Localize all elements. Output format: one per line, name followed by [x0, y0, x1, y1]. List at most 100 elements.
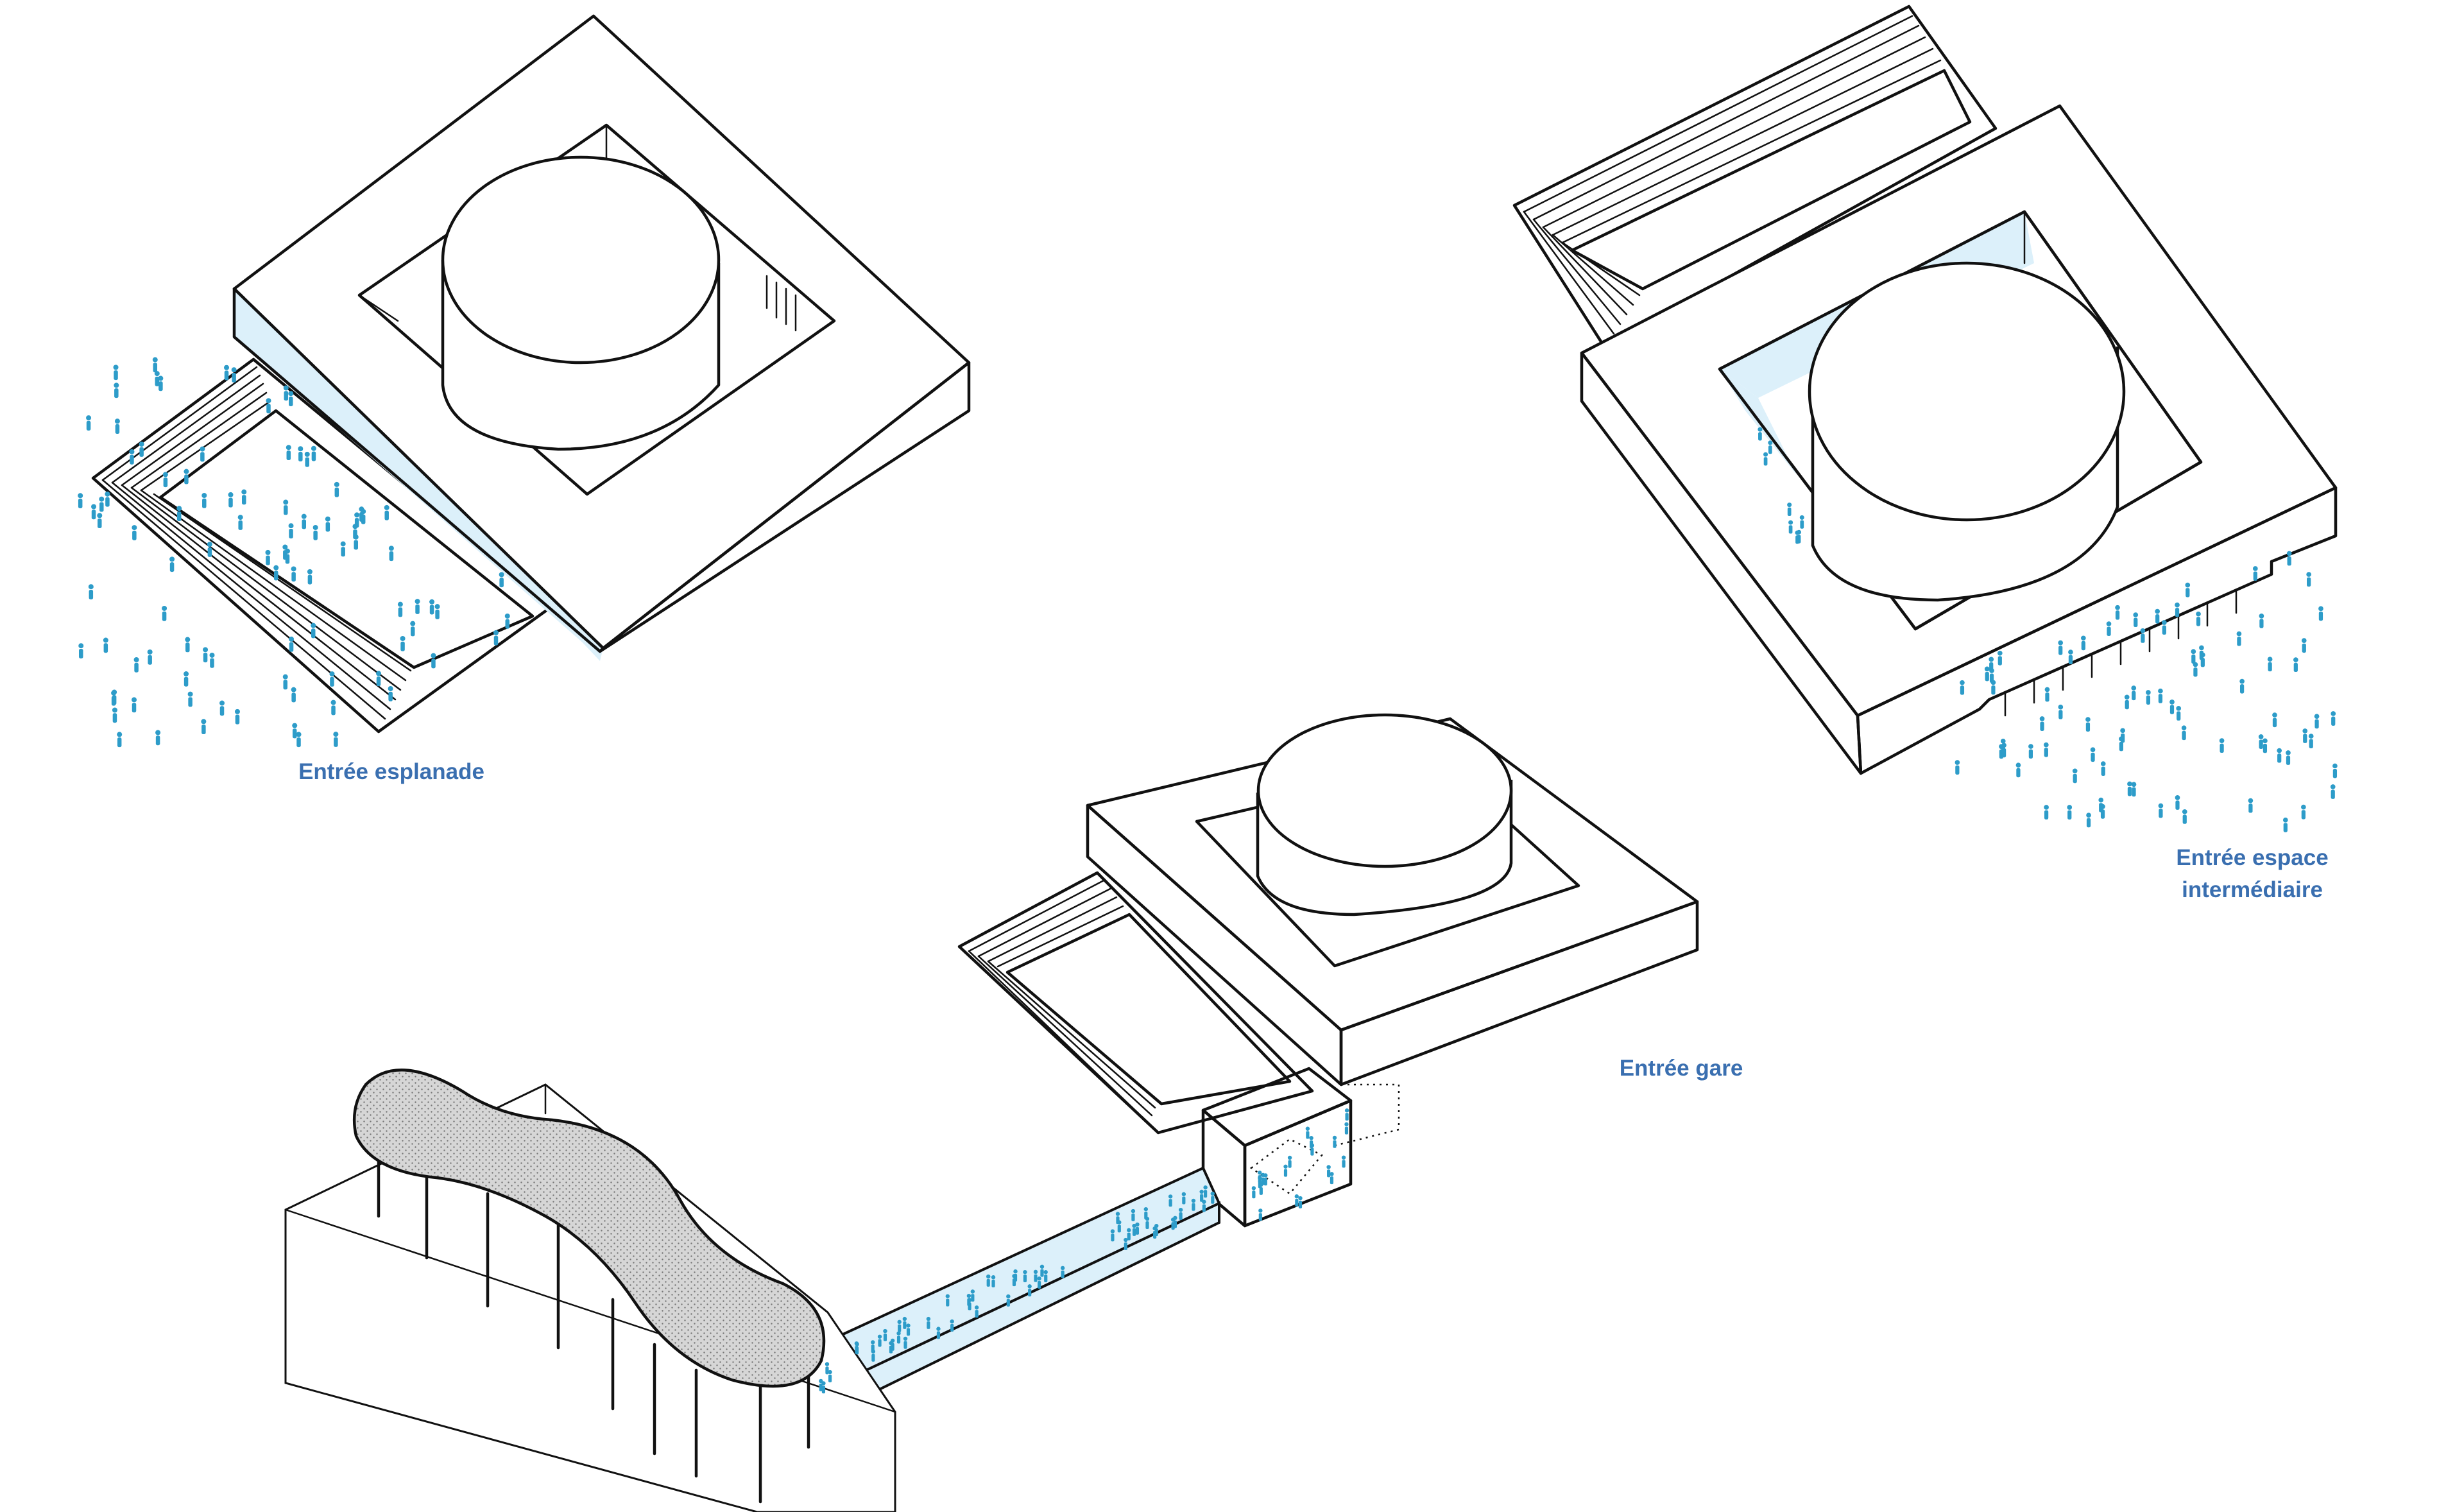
- person-figure: [2259, 614, 2264, 628]
- person-figure: [1758, 427, 1763, 441]
- person-figure: [400, 635, 406, 651]
- person-figure: [415, 599, 420, 614]
- person-figure: [1115, 1212, 1120, 1224]
- person-figure: [986, 1274, 991, 1287]
- person-figure: [112, 707, 117, 723]
- person-figure: [1132, 1223, 1136, 1236]
- person-figure: [209, 652, 215, 668]
- person-figure: [903, 1336, 908, 1349]
- person-figure: [2318, 606, 2323, 621]
- person-figure: [1023, 1269, 1027, 1282]
- person-figure: [493, 630, 499, 646]
- person-figure: [99, 496, 105, 512]
- person-figure: [329, 671, 335, 687]
- person-figure: [1037, 1276, 1041, 1289]
- person-figure: [388, 686, 393, 701]
- person-figure: [854, 1341, 859, 1354]
- person-figure: [1955, 760, 1960, 775]
- person-figure: [1344, 1108, 1349, 1121]
- label-entree-esplanade: Entrée esplanade: [244, 756, 539, 788]
- person-figure: [2239, 678, 2245, 694]
- person-figure: [2181, 725, 2187, 741]
- person-figure: [2301, 638, 2307, 653]
- person-figure: [311, 445, 316, 461]
- person-figure: [2286, 750, 2291, 765]
- person-figure: [185, 637, 191, 653]
- person-figure: [2131, 782, 2137, 797]
- person-figure: [234, 709, 240, 725]
- person-figure: [184, 468, 189, 485]
- person-figure: [273, 565, 279, 581]
- person-figure: [105, 491, 110, 507]
- person-figure: [333, 732, 339, 747]
- person-figure: [966, 1293, 971, 1306]
- person-figure: [1787, 503, 1792, 516]
- person-figure: [2072, 768, 2078, 784]
- person-figure: [2090, 747, 2096, 762]
- person-figure: [2146, 690, 2151, 705]
- person-figure: [2277, 748, 2282, 763]
- label-text: Entrée gare: [1619, 1056, 1743, 1081]
- label-entree-gare: Entrée gare: [1553, 1052, 1810, 1085]
- person-figure: [2115, 605, 2120, 620]
- label-entree-espace-intermediaire: Entrée espace intermédiaire: [2118, 842, 2387, 906]
- person-figure: [828, 1370, 832, 1382]
- person-figure: [307, 569, 312, 585]
- person-figure: [2068, 649, 2073, 665]
- person-figure: [1178, 1207, 1183, 1220]
- person-figure: [139, 442, 144, 457]
- person-figure: [158, 375, 164, 391]
- person-figure: [499, 572, 504, 588]
- person-figure: [1294, 1194, 1299, 1207]
- label-line-1: Entrée espace: [2176, 845, 2329, 870]
- person-figure: [896, 1331, 901, 1344]
- person-figure: [2267, 657, 2273, 672]
- person-figure: [2175, 795, 2180, 810]
- person-figure: [2331, 711, 2336, 726]
- person-figure: [1203, 1185, 1208, 1198]
- person-figure: [282, 674, 288, 690]
- person-figure: [1989, 668, 1994, 683]
- person-figure: [88, 584, 94, 599]
- person-figure: [1344, 1122, 1349, 1135]
- person-figure: [1326, 1165, 1331, 1178]
- gare-glass-box: [1201, 1067, 1353, 1228]
- person-figure: [1135, 1222, 1140, 1235]
- person-figure: [169, 556, 175, 572]
- person-figure: [1251, 1186, 1256, 1199]
- person-figure: [2182, 809, 2187, 824]
- person-figure: [2100, 761, 2106, 776]
- person-figure: [1259, 1182, 1263, 1195]
- person-figure: [2282, 817, 2288, 832]
- person-figure: [133, 657, 139, 673]
- person-figure: [2293, 657, 2298, 673]
- person-figure: [298, 446, 304, 462]
- person-figure: [2286, 551, 2292, 566]
- person-figure: [301, 513, 307, 529]
- person-figure: [147, 649, 153, 665]
- person-figure: [431, 653, 436, 669]
- person-figure: [1305, 1126, 1310, 1139]
- person-figure: [926, 1316, 931, 1329]
- glass-corridor: [825, 1166, 1221, 1416]
- person-figure: [2140, 628, 2146, 643]
- person-figure: [974, 1305, 979, 1318]
- person-figure: [1127, 1228, 1131, 1241]
- person-figure: [1191, 1198, 1196, 1211]
- gare-slab: [1086, 713, 1699, 1147]
- person-figure: [2185, 582, 2191, 597]
- person-figure: [2252, 566, 2258, 581]
- person-figure: [1330, 1172, 1334, 1185]
- person-figure: [1788, 520, 1793, 534]
- person-figure: [877, 1334, 882, 1347]
- person-figure: [2191, 649, 2196, 664]
- person-figure: [889, 1341, 893, 1353]
- person-figure: [224, 365, 230, 381]
- person-figure: [2015, 762, 2021, 778]
- person-figure: [2131, 685, 2137, 701]
- person-figure: [304, 451, 310, 467]
- person-figure: [266, 398, 271, 414]
- building-espace-intermediaire: [1512, 4, 2338, 775]
